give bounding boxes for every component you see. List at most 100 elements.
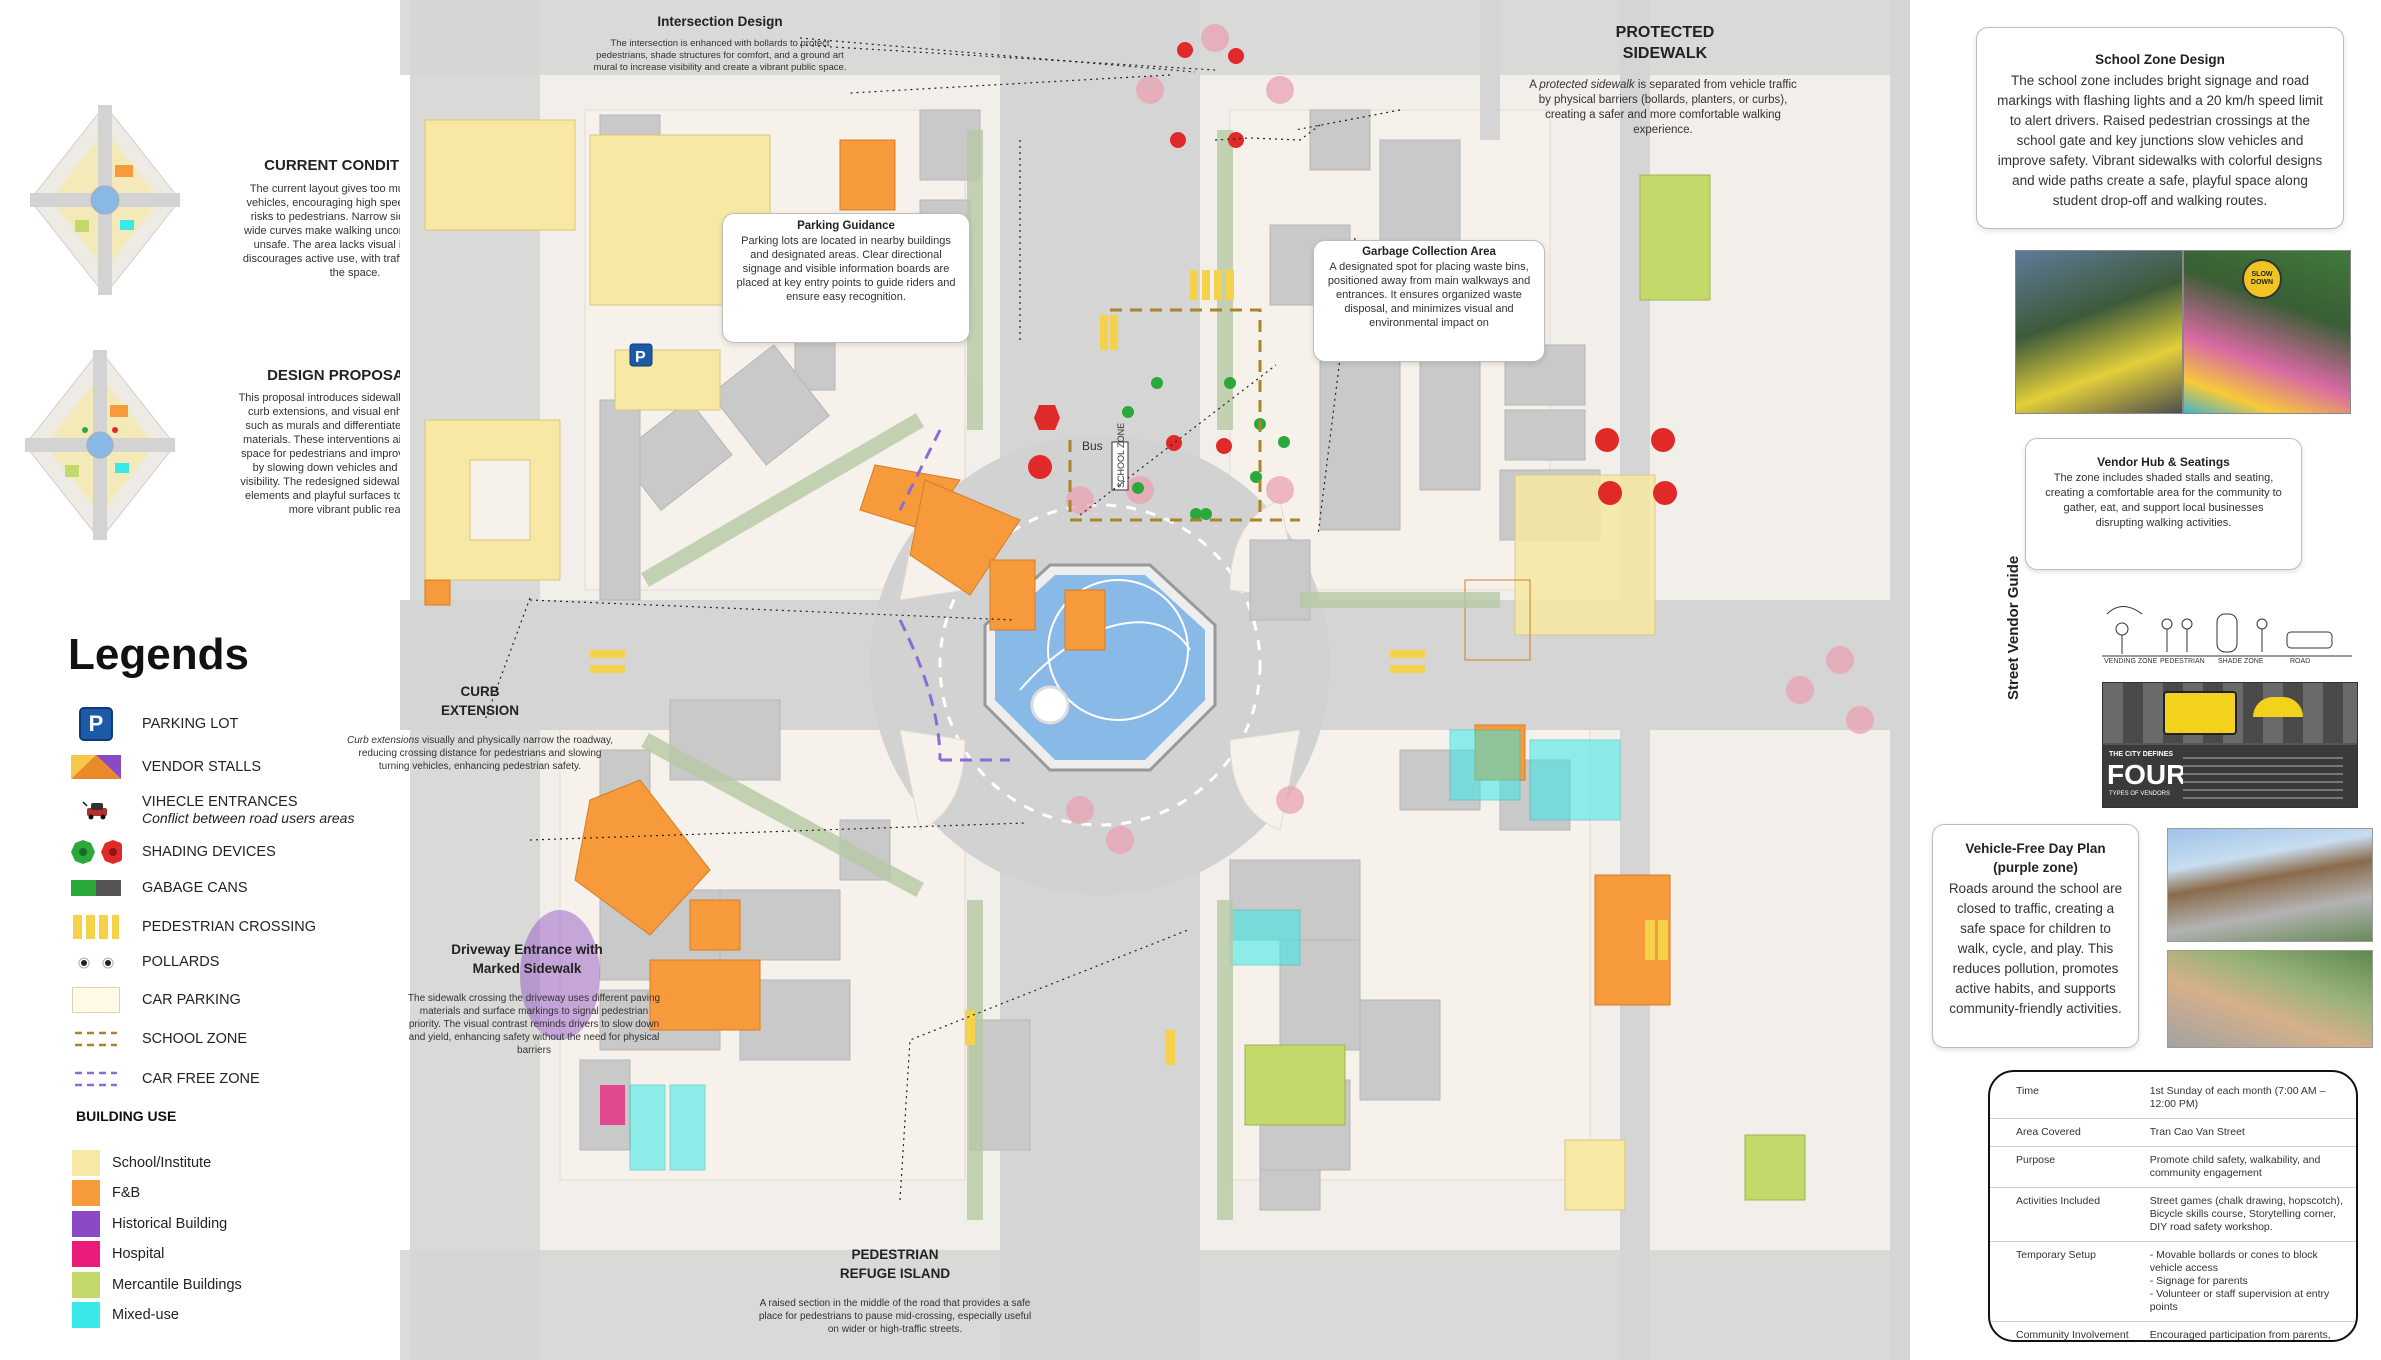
building-historical	[520, 910, 600, 1040]
driveway-title: Driveway Entrance with Marked Sidewalk	[451, 942, 603, 976]
vendor-guide-label-3: SHADE ZONE	[2218, 658, 2264, 665]
building-hospital	[600, 1085, 625, 1125]
table-row: Temporary Setup- Movable bollards or con…	[1990, 1241, 2356, 1322]
building-use-mercantile: Mercantile Buildings	[72, 1272, 242, 1298]
parking-guidance-title: Parking Guidance	[797, 220, 895, 232]
legend-parking-lot: P PARKING LOT	[70, 707, 238, 741]
parking-guidance-text: Parking lots are located in nearby build…	[736, 235, 956, 303]
vehicle-free-text: Roads around the school are closed to tr…	[1948, 881, 2123, 1016]
legend-vehicle-entrances: VIHECLE ENTRANCES Conflict between road …	[70, 790, 354, 830]
garbage-text: A designated spot for placing waste bins…	[1327, 261, 1531, 329]
refuge-title: PEDESTRIAN REFUGE ISLAND	[839, 1247, 951, 1281]
school-zone-sign: SCHOOL ZONE	[1116, 423, 1126, 488]
vendor-guide-poster: THE CITY DEFINES FOUR TYPES OF VENDORS	[2102, 682, 2358, 808]
site-plan-map: Bus SCHOOL ZONE P	[400, 0, 1910, 1360]
building-use-historical: Historical Building	[72, 1211, 227, 1237]
buildings-mixed	[629, 729, 1621, 1171]
school-zone-boundary	[1068, 308, 1300, 522]
vehicle-free-photo-2	[2167, 950, 2373, 1048]
legend-car-free-zone: CAR FREE ZONE	[70, 1065, 260, 1093]
car-entrance-icon	[82, 801, 107, 820]
school-zone-swatch	[75, 1031, 117, 1047]
vendor-hub-callout: Vendor Hub & Seatings The zone includes …	[2025, 438, 2302, 570]
car-free-swatch	[75, 1071, 117, 1087]
vehicle-free-callout: Vehicle-Free Day Plan (purple zone) Road…	[1932, 824, 2139, 1048]
current-condition-thumbnail	[29, 104, 181, 296]
legend-vendor-stalls: VENDOR STALLS	[70, 753, 261, 781]
vendor-guide-label-4: ROAD	[2290, 658, 2311, 665]
vendor-umbrella-icon	[2253, 697, 2303, 717]
vendor-guide-label-1: VENDING ZONE	[2104, 658, 2158, 665]
legend-bollards: POLLARDS	[70, 948, 219, 976]
car-free-boundary	[898, 429, 1010, 762]
building-use-school: School/Institute	[72, 1150, 211, 1176]
protected-sidewalk-text: A protected sidewalk is separated from v…	[1529, 79, 1797, 136]
legend-shading-devices: SHADING DEVICES	[70, 838, 276, 866]
building-use-fnb: F&B	[72, 1180, 140, 1206]
vendor-hub-title: Vendor Hub & Seatings	[2097, 455, 2230, 469]
green-shading-devices	[1122, 377, 1290, 520]
vendor-hub-text: The zone includes shaded stalls and seat…	[2045, 472, 2282, 529]
street-vendor-guide-title: Street Vendor Guide	[2005, 555, 2022, 700]
crossing-icon	[73, 915, 119, 939]
map-parking-icon: P	[629, 343, 653, 367]
vehicle-free-photo-1	[2167, 828, 2373, 942]
legend-garbage-cans: GABAGE CANS	[70, 874, 248, 902]
parking-guidance-callout: Parking Guidance Parking lots are locate…	[722, 213, 970, 343]
vendor-guide-label-2: PEDESTRIAN	[2160, 658, 2205, 665]
legend-school-zone: SCHOOL ZONE	[70, 1025, 247, 1053]
school-zone-design-title: School Zone Design	[2095, 52, 2225, 67]
intersection-text: The intersection is enhanced with bollar…	[593, 38, 847, 73]
garbage-title: Garbage Collection Area	[1362, 246, 1496, 258]
legend-pedestrian-crossing: PEDESTRIAN CROSSING	[70, 913, 316, 941]
vendor-truck-icon	[2163, 691, 2237, 735]
roads	[400, 0, 1910, 1360]
shade-icon	[71, 840, 122, 864]
bollard-icon	[78, 957, 114, 969]
design-proposal-title: DESIGN PROPOSAL	[267, 367, 413, 384]
school-zone-photo-2: SLOW DOWN	[2183, 250, 2351, 414]
slow-down-sign: SLOW DOWN	[2242, 259, 2282, 299]
school-zone-design-callout: School Zone Design The school zone inclu…	[1976, 27, 2344, 229]
refuge-text: A raised section in the middle of the ro…	[758, 1298, 1032, 1335]
building-use-hospital: Hospital	[72, 1241, 164, 1267]
shade-canopies	[1066, 24, 1874, 854]
vendor-stall-icon	[71, 755, 121, 779]
buildings-mercantile	[1244, 174, 1806, 1201]
design-proposal-thumbnail	[24, 349, 176, 541]
building-use-mixed: Mixed-use	[72, 1302, 179, 1328]
legend-title: Legends	[68, 630, 249, 679]
driveway-text: The sidewalk crossing the driveway uses …	[407, 993, 661, 1056]
school-zone-photo-1	[2015, 250, 2183, 414]
legend-car-parking: CAR PARKING	[70, 986, 241, 1014]
vehicle-free-title: Vehicle-Free Day Plan (purple zone)	[1965, 841, 2106, 875]
vendor-guide-small-2: TYPES OF VENDORS	[2109, 791, 2171, 797]
garbage-callout: Garbage Collection Area A designated spo…	[1313, 240, 1545, 362]
curb-extension-text: Curb extensions visually and physically …	[346, 735, 614, 772]
current-condition-title: CURRENT CONDITION	[264, 157, 426, 174]
curb-extension-title: CURB EXTENSION	[440, 684, 519, 718]
callout-leaders	[799, 37, 1277, 516]
parking-icon: P	[79, 707, 113, 741]
garbage-can-icon	[71, 880, 121, 896]
building-use-title: BUILDING USE	[76, 1108, 177, 1124]
protected-sidewalk-title: PROTECTED SIDEWALK	[1615, 24, 1715, 62]
intersection-title: Intersection Design	[657, 14, 783, 29]
svg-text:P: P	[635, 349, 646, 366]
vendor-guide-big: FOUR	[2107, 759, 2187, 790]
red-shading-devices	[1028, 42, 1677, 505]
pedestrian-crossings	[590, 270, 1668, 1065]
car-parking-swatch	[72, 987, 120, 1013]
vendor-guide-sketch	[2102, 594, 2352, 672]
vendor-guide-small: THE CITY DEFINES	[2109, 751, 2174, 758]
school-zone-design-text: The school zone includes bright signage …	[1997, 73, 2323, 208]
bus-stop-label: Bus	[1082, 439, 1103, 453]
buildings-school	[424, 119, 1656, 1211]
